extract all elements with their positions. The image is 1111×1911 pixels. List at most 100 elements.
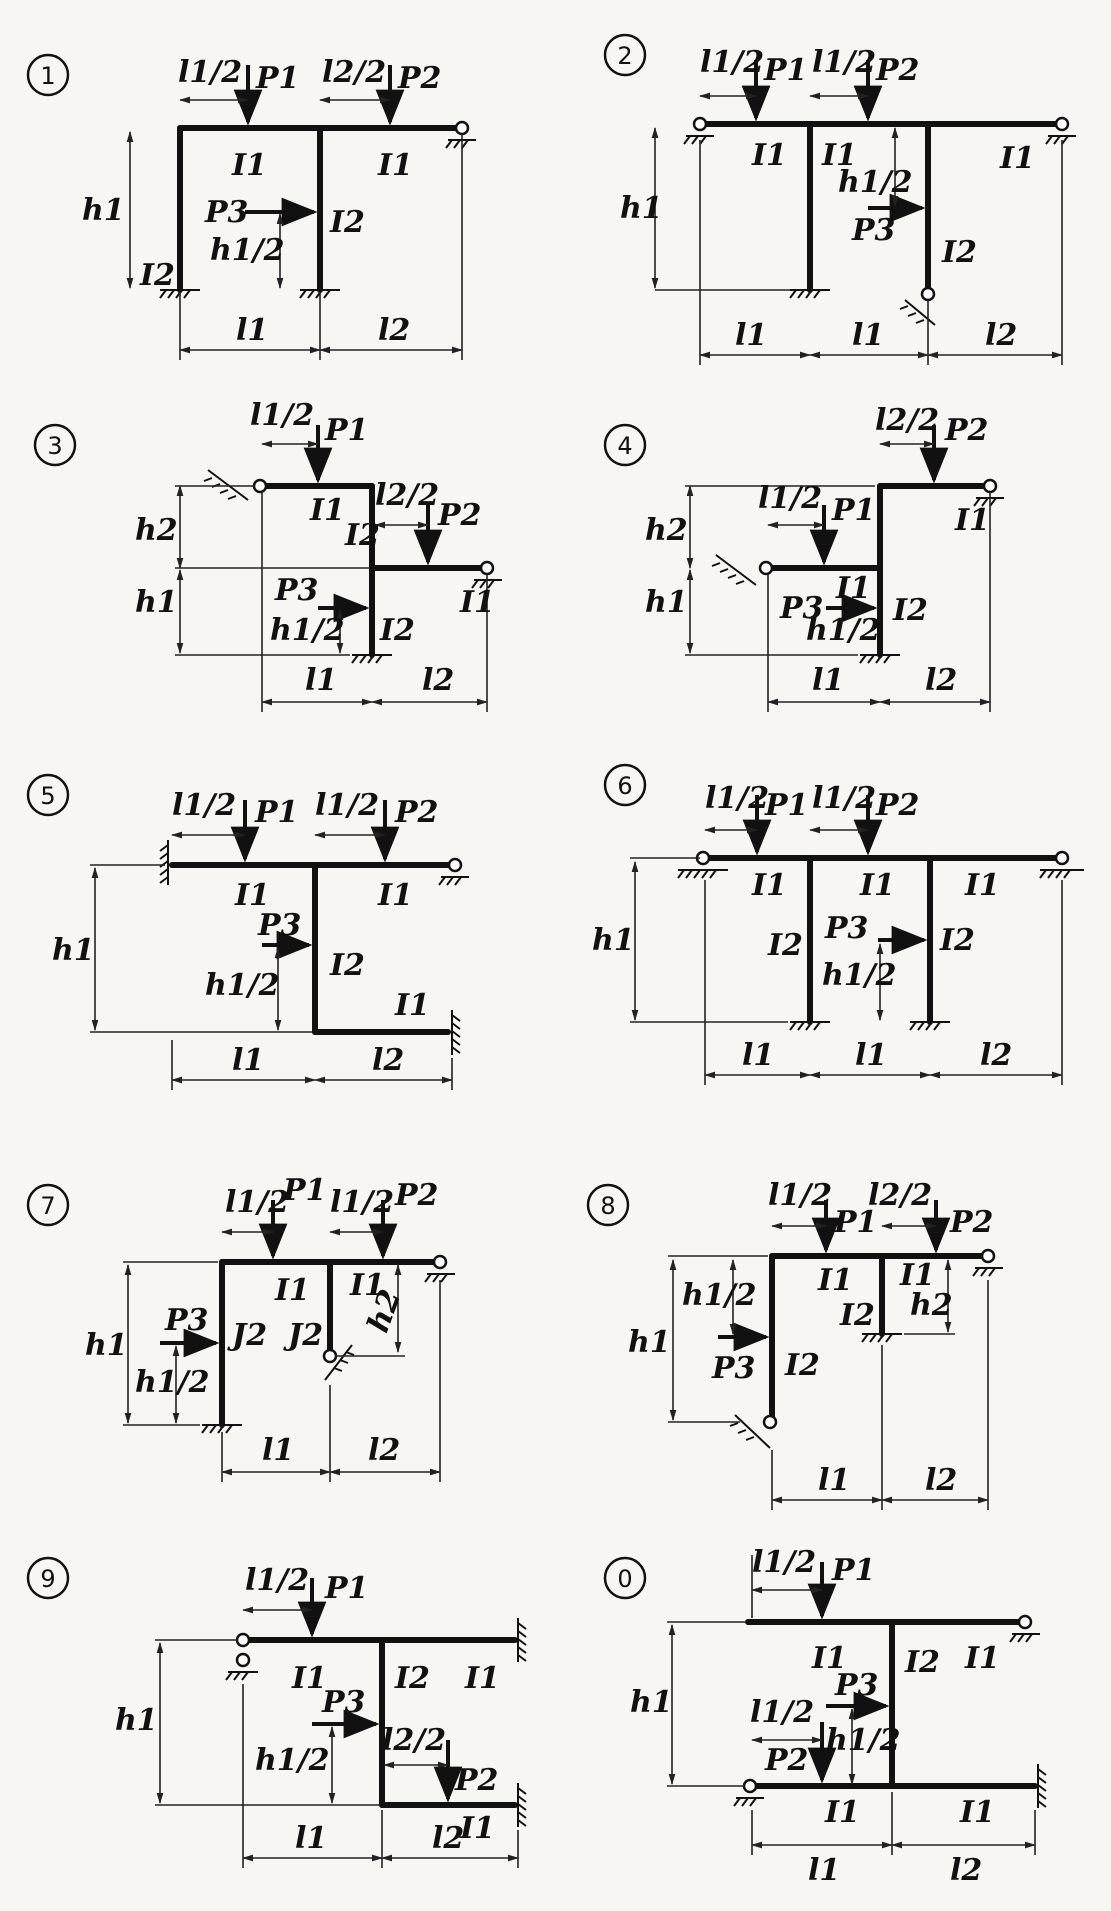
pin-support (1009, 1633, 1040, 1643)
panel-number: 0 (617, 1565, 632, 1593)
panel-1: 1 l1/2 P1 l2/2 P2 I1 I1 h1 I2 P3 h1/2 I2… (26, 53, 476, 360)
dimension-label: l1 (262, 1433, 294, 1468)
dimension-label: l1/2 (172, 788, 236, 823)
fixed-support (909, 1021, 950, 1031)
force-label: P3 (257, 908, 301, 943)
panel-7: 7 l1/2 P1 l1/2 P2 I1 I1 h2 h1 P3 J2 (26, 1173, 455, 1482)
hinge (479, 560, 495, 576)
dimension-label: l2 (372, 1043, 404, 1078)
dimension-label: h1/2 (205, 968, 280, 1003)
stiffness-label: I1 (309, 493, 345, 528)
dimension-label: l1 (855, 1038, 887, 1073)
dimension-label: l1/2 (752, 1545, 816, 1580)
force-label: P3 (164, 1303, 208, 1338)
hinge (235, 1652, 251, 1668)
pin-support (683, 135, 714, 145)
force-label: P2 (949, 1205, 993, 1240)
dimension-label: h1 (592, 923, 635, 958)
panel-number-circle (33, 423, 77, 467)
dimension-label: h1 (645, 585, 688, 620)
stiffness-label: I2 (329, 205, 365, 240)
stiffness-label: I1 (377, 878, 413, 913)
hinge (322, 1348, 338, 1364)
dimension-label: l2/2 (382, 1723, 446, 1758)
dimension-label: l1/2 (812, 45, 876, 80)
stiffness-label: I2 (139, 258, 175, 293)
panel-number-circle (26, 1183, 70, 1227)
force-label: P2 (394, 1178, 438, 1213)
dimension-label: l1 (742, 1038, 774, 1073)
dimension-label: l1/2 (812, 781, 876, 816)
panel-number: 9 (40, 1565, 55, 1593)
dimension-label: h1 (630, 1685, 673, 1720)
stiffness-label: I1 (291, 1661, 327, 1696)
dimension-label: h1/2 (822, 958, 897, 993)
stiffness-label: I2 (344, 518, 380, 553)
pin-support (438, 876, 469, 886)
dimension-label: h1 (85, 1328, 128, 1363)
dimension-label: l1 (812, 663, 844, 698)
force-label: P3 (779, 591, 823, 626)
inclined-support (324, 1344, 355, 1381)
dimension-label: l1 (735, 318, 767, 353)
pin-support (972, 1267, 1003, 1277)
stiffness-label: I1 (821, 138, 857, 173)
hinge (235, 1632, 251, 1648)
stiffness-label: J2 (227, 1318, 267, 1353)
force-label: P3 (321, 1685, 365, 1720)
hinge (762, 1414, 778, 1430)
fixed-support (861, 1333, 902, 1343)
force-label: P1 (255, 61, 299, 96)
force-label: P3 (711, 1351, 755, 1386)
stiffness-label: I1 (899, 1258, 935, 1293)
dimension-label: l2 (950, 1853, 982, 1888)
stiffness-label: I1 (377, 148, 413, 183)
fixed-support (351, 654, 392, 664)
panel-number: 7 (40, 1192, 55, 1220)
dimension-label: l2 (378, 313, 410, 348)
panel-number: 2 (617, 42, 632, 70)
panel-number: 4 (617, 432, 632, 460)
pin-support (471, 579, 502, 589)
hinge (742, 1778, 758, 1794)
hinge (454, 120, 470, 136)
force-label: P2 (875, 53, 919, 88)
force-label: P2 (764, 1743, 808, 1778)
panel-4: 4 l2/2 P2 h2 l1/2 P1 I1 I1 h1 P3 h1/2 I2… (603, 403, 1004, 712)
force-label: P2 (397, 61, 441, 96)
fixed-support (517, 1783, 527, 1827)
force-label: P2 (437, 498, 481, 533)
hinge (1017, 1614, 1033, 1630)
force-label: P3 (824, 911, 868, 946)
hinge (1054, 850, 1070, 866)
fixed-support (159, 840, 169, 885)
panel-9: 9 l1/2 P1 I1 I2 I1 h1 P3 l2/2 h1/2 P2 I1… (26, 1556, 527, 1868)
panel-number-circle (586, 1183, 630, 1227)
dimension-label: l1 (305, 663, 337, 698)
hinge (980, 1248, 996, 1264)
fixed-support (789, 289, 830, 299)
dimension-label: l2 (432, 1821, 464, 1856)
hinge (692, 116, 708, 132)
stiffness-label: I1 (459, 1811, 495, 1846)
panel-number-circle (603, 1556, 647, 1600)
dimension-label: h1 (620, 191, 663, 226)
stiffness-label: I1 (835, 571, 871, 606)
stiffness-label: I1 (464, 1661, 500, 1696)
force-label: P1 (282, 1173, 326, 1208)
dimension-label: l1/2 (750, 1695, 814, 1730)
force-label: P1 (831, 493, 875, 528)
inclined-support (729, 1414, 771, 1449)
dimension-label: h1/2 (682, 1278, 757, 1313)
inclined-support (899, 299, 936, 326)
pin-support (445, 139, 476, 149)
fixed-support (859, 654, 900, 664)
panel-6: 6 l1/2 P1 l1/2 P2 I1 I1 I1 h1 P3 I2 I2 (592, 763, 1084, 1085)
dimension-label: l2 (925, 663, 957, 698)
stiffness-label: I2 (784, 1348, 820, 1383)
dimension-label: l2 (925, 1463, 957, 1498)
panel-number-circle (603, 33, 647, 77)
dimension-label: l1/2 (250, 398, 314, 433)
force-label: P3 (851, 213, 895, 248)
